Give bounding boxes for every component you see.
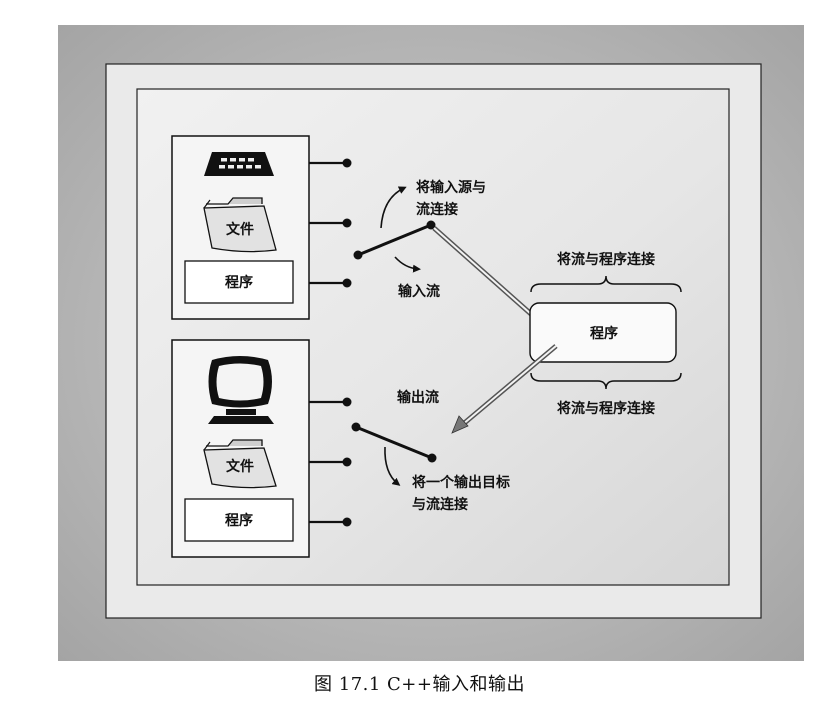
figure-caption: 图 17.1 C++输入和输出: [314, 674, 525, 695]
folder-icon: 文件: [203, 197, 277, 253]
curved-arrow-up: [380, 186, 407, 229]
input-connector-dot-2: [342, 218, 352, 228]
input-program-label: 程序: [225, 274, 253, 291]
input-file-label: 文件: [226, 221, 254, 238]
connect-program-bottom-label: 将流与程序连接: [557, 400, 655, 417]
input-connector-dot-1: [342, 158, 352, 168]
connect-output-label-line1: 将一个输出目标: [412, 474, 510, 491]
input-connector-dot-3: [342, 278, 352, 288]
connect-input-label-line1: 将输入源与: [416, 179, 486, 196]
output-target-group: 文件 程序: [171, 339, 352, 558]
output-connector-dot-1: [342, 397, 352, 407]
keyboard-icon: [204, 152, 274, 176]
bottom-brace: [530, 372, 682, 390]
monitor-icon: [208, 356, 274, 424]
connect-input-label-line2: 流连接: [416, 201, 458, 218]
output-connector-dot-3: [342, 517, 352, 527]
input-switch: [353, 220, 436, 260]
program-box-label: 程序: [590, 325, 618, 342]
top-brace: [530, 275, 682, 293]
input-program-box: [184, 260, 294, 304]
connect-output-label-line2: 与流连接: [412, 496, 468, 513]
output-switch: [351, 422, 437, 463]
input-source-group: 文件 程序: [171, 135, 352, 320]
output-stream-arrow: [451, 344, 558, 434]
connect-program-top-label: 将流与程序连接: [557, 251, 655, 268]
folder-icon: 文件: [203, 439, 277, 489]
output-program-box: [184, 498, 294, 542]
output-connector-dot-2: [342, 457, 352, 467]
curved-arrow-down: [394, 256, 421, 273]
output-program-label: 程序: [225, 512, 253, 529]
input-stream-label: 输入流: [398, 283, 440, 300]
output-stream-label: 输出流: [397, 389, 439, 406]
curved-arrow-output: [384, 446, 401, 486]
program-box: [529, 302, 677, 363]
output-file-label: 文件: [226, 458, 254, 475]
